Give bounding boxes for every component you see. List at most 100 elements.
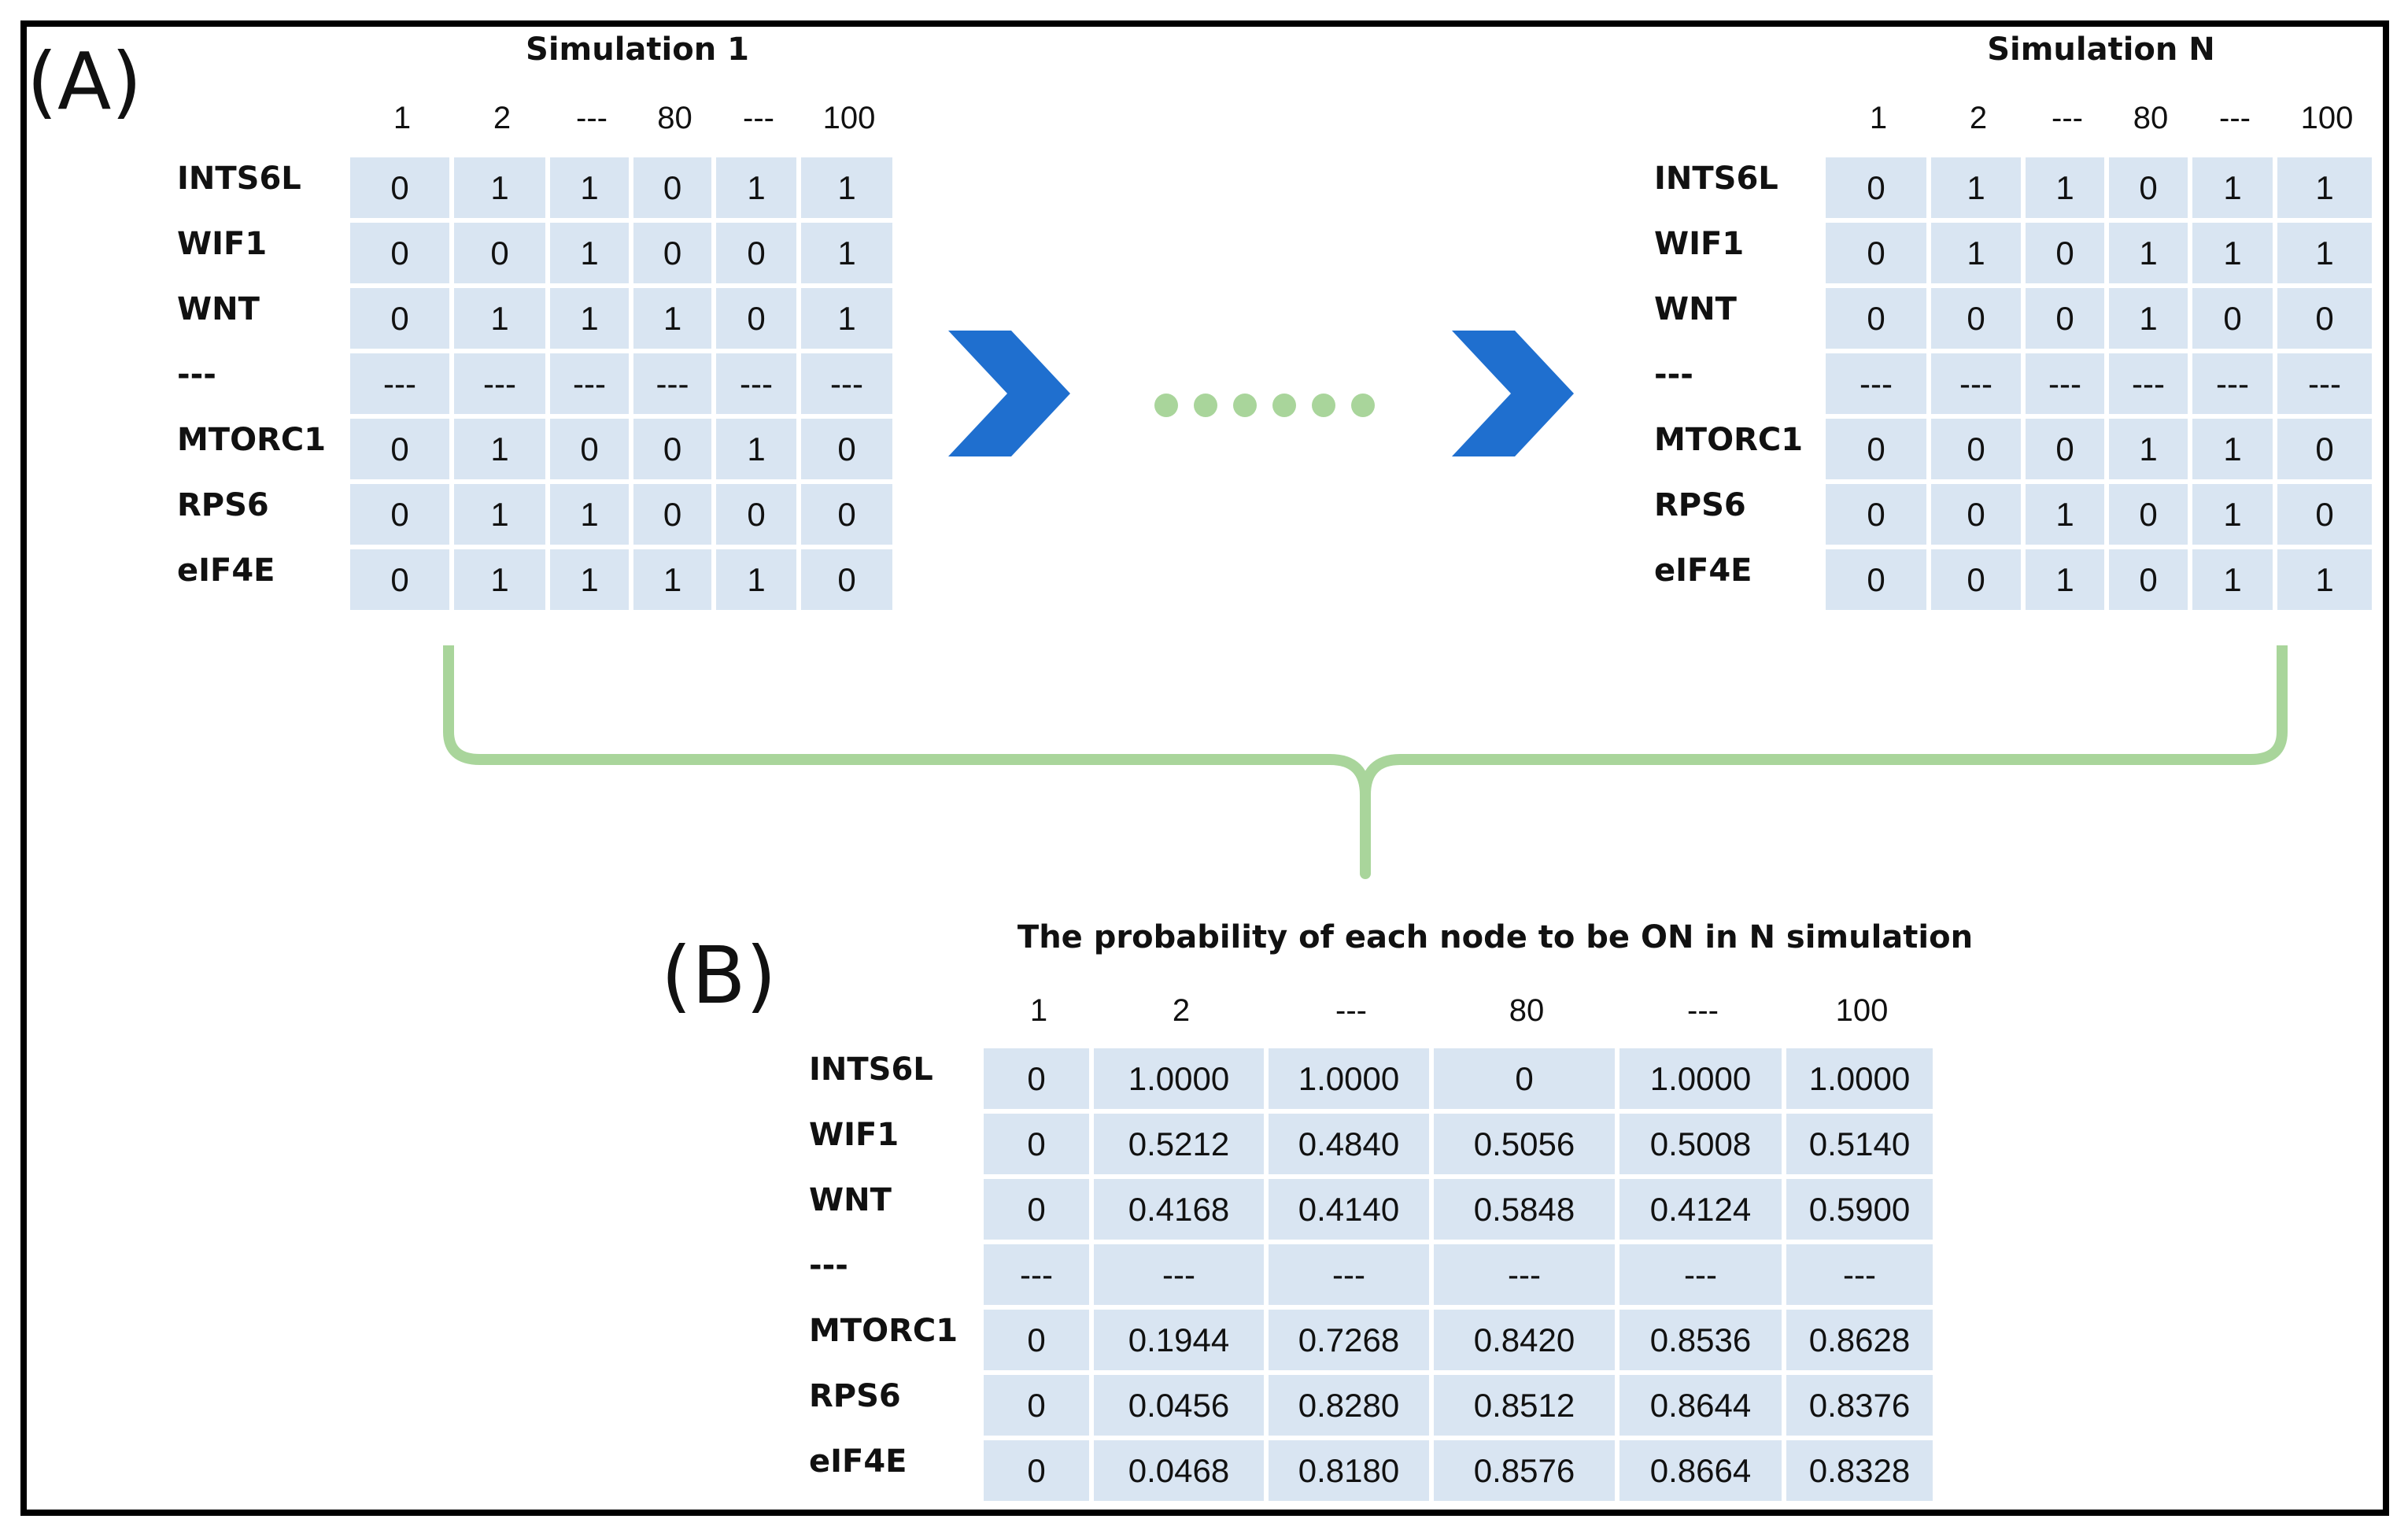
probability-cell: 0.5848: [1434, 1179, 1615, 1240]
simulation-n-cell: 1: [2109, 419, 2188, 479]
simulation-1-cell: 1: [550, 157, 629, 218]
probability-cell: 0.8628: [1786, 1310, 1933, 1370]
panel-b-label: (B): [661, 929, 777, 1022]
simulation-1-cell: 0: [350, 484, 449, 545]
simulation-1-cell: 1: [801, 223, 892, 283]
simulation-1-cell: 0: [801, 419, 892, 479]
simulation-n-row-label: RPS6: [1654, 487, 1746, 523]
simulation-1-cell: 0: [550, 419, 629, 479]
probability-cell: ---: [1786, 1244, 1933, 1305]
probability-cell: 0.8536: [1619, 1310, 1782, 1370]
simulation-n-cell: 1: [2109, 288, 2188, 349]
simulation-1-cell: 1: [716, 419, 796, 479]
simulation-1-column-header: ---: [743, 101, 774, 135]
probability-cell: ---: [984, 1244, 1089, 1305]
simulation-1-cell: 1: [550, 223, 629, 283]
simulation-n-row-label: WNT: [1654, 291, 1737, 327]
simulation-n-cell: 0: [2277, 419, 2372, 479]
simulation-n-cell: 0: [1826, 419, 1926, 479]
probability-cell: 0.8180: [1269, 1440, 1429, 1501]
simulation-1-cell: 1: [454, 157, 545, 218]
simulation-n-cell: 1: [1931, 223, 2021, 283]
simulation-1-cell: 1: [454, 549, 545, 610]
simulation-n-cell: 0: [2109, 157, 2188, 218]
probability-cell: 0.8328: [1786, 1440, 1933, 1501]
simulation-1-cell: 1: [633, 549, 711, 610]
probability-column-header: 2: [1172, 993, 1191, 1028]
simulation-1-cell: 0: [633, 419, 711, 479]
simulation-n-cell: 0: [1931, 419, 2021, 479]
simulation-n-row-label: MTORC1: [1654, 422, 1804, 458]
simulation-n-row-label: ---: [1654, 357, 1693, 393]
probability-cell: 0: [984, 1114, 1089, 1174]
probability-row-label: ---: [809, 1247, 848, 1284]
simulation-n-cell: 0: [2026, 288, 2104, 349]
dot: [1312, 394, 1335, 417]
chevron-right-icon: [948, 331, 1070, 456]
simulation-1-cell: 0: [716, 288, 796, 349]
figure-frame: [20, 20, 2389, 1516]
probability-row-label: WIF1: [809, 1117, 899, 1153]
dot: [1351, 394, 1375, 417]
probability-cell: 0: [984, 1048, 1089, 1109]
simulation-n-cell: 1: [2109, 223, 2188, 283]
probability-cell: 0: [984, 1440, 1089, 1501]
simulation-n-cell: 0: [1826, 549, 1926, 610]
simulation-n-cell: 0: [2192, 288, 2273, 349]
probability-column-header: 80: [1509, 993, 1545, 1028]
simulation-n-cell: 0: [1931, 484, 2021, 545]
simulation-1-cell: 0: [350, 419, 449, 479]
probability-cell: 1.0000: [1619, 1048, 1782, 1109]
simulation-1-cell: 0: [454, 223, 545, 283]
simulation-n-cell: 0: [1826, 157, 1926, 218]
probability-column-header: 1: [1029, 993, 1048, 1028]
simulation-1-cell: 0: [350, 288, 449, 349]
simulation-1-cell: 1: [633, 288, 711, 349]
simulation-n-cell: 0: [2109, 484, 2188, 545]
probability-cell: 0.8644: [1619, 1375, 1782, 1436]
probability-cell: 0.8420: [1434, 1310, 1615, 1370]
simulation-n-cell: 1: [2192, 223, 2273, 283]
simulation-n-cell: 1: [2192, 157, 2273, 218]
probability-row-label: WNT: [809, 1182, 892, 1218]
probability-cell: ---: [1094, 1244, 1264, 1305]
simulation-1-cell: ---: [801, 353, 892, 414]
simulation-n-column-header: ---: [2052, 101, 2083, 135]
simulation-1-cell: 0: [350, 157, 449, 218]
simulation-1-row-label: MTORC1: [177, 422, 327, 458]
simulation-n-cell: 1: [2277, 549, 2372, 610]
simulation-n-column-header: 100: [2300, 101, 2354, 135]
simulation-1-cell: 0: [350, 223, 449, 283]
probability-cell: 0.4124: [1619, 1179, 1782, 1240]
simulation-n-row-label: INTS6L: [1654, 161, 1778, 197]
simulation-1-cell: ---: [350, 353, 449, 414]
probability-cell: 0.8280: [1269, 1375, 1429, 1436]
simulation-n-cell: 0: [2026, 223, 2104, 283]
simulation-1-column-header: 2: [493, 101, 512, 135]
dot: [1233, 394, 1257, 417]
probability-row-label: eIF4E: [809, 1443, 907, 1480]
probability-row-label: RPS6: [809, 1378, 901, 1414]
simulation-1-cell: ---: [633, 353, 711, 414]
simulation-1-column-header: 80: [657, 101, 692, 135]
simulation-n-column-header: ---: [2219, 101, 2251, 135]
simulation-1-cell: 1: [454, 419, 545, 479]
simulation-1-cell: 1: [550, 484, 629, 545]
simulation-1-row-label: WNT: [177, 291, 260, 327]
probability-cell: 0.8376: [1786, 1375, 1933, 1436]
simulation-n-column-header: 1: [1869, 101, 1888, 135]
simulation-1-cell: 1: [454, 288, 545, 349]
simulation-1-cell: ---: [550, 353, 629, 414]
simulation-1-row-label: INTS6L: [177, 161, 301, 197]
simulation-1-cell: ---: [716, 353, 796, 414]
dot: [1194, 394, 1217, 417]
probability-cell: ---: [1434, 1244, 1615, 1305]
simulation-1-cell: 0: [801, 484, 892, 545]
probability-cell: 0.4840: [1269, 1114, 1429, 1174]
simulation-1-cell: 0: [350, 549, 449, 610]
simulation-n-cell: ---: [1931, 353, 2021, 414]
probability-table-title: The probability of each node to be ON in…: [1017, 919, 1974, 955]
simulation-n-cell: 0: [2277, 288, 2372, 349]
simulation-1-cell: 1: [801, 288, 892, 349]
simulation-1-cell: 0: [716, 484, 796, 545]
